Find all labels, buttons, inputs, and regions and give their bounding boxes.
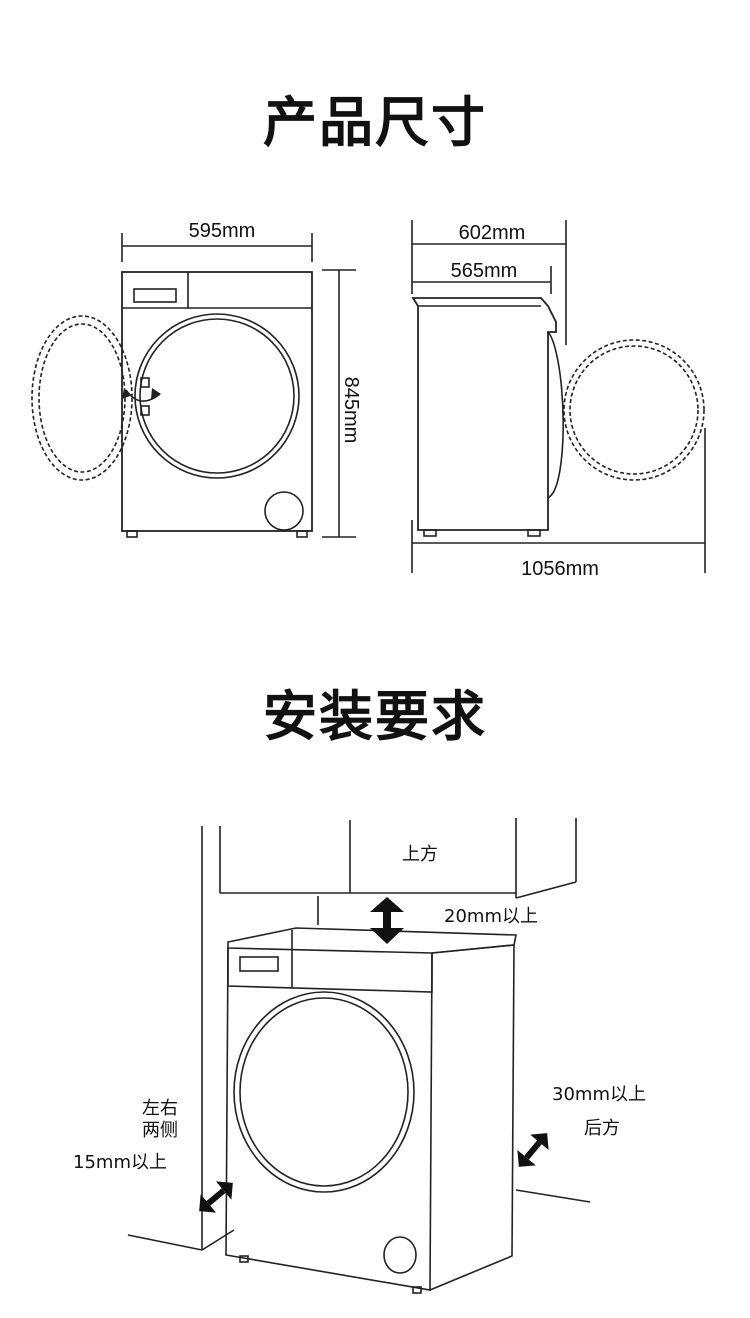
side-depth-total-label: 602mm <box>459 222 526 244</box>
top-clearance-label: 20mm以上 <box>444 906 538 927</box>
total-depth-dimension-line <box>411 428 706 573</box>
side-clearance-arrow-icon <box>199 1181 233 1213</box>
back-clearance-arrow-icon <box>517 1133 549 1167</box>
sides-label-line1: 左右 <box>142 1098 178 1119</box>
installation-washer <box>225 927 517 1294</box>
front-width-dimension-line <box>121 233 313 262</box>
side-view-washer <box>411 297 564 537</box>
dimensions-title: 产品尺寸 <box>263 91 487 154</box>
installation-title: 安装要求 <box>263 685 487 748</box>
door-swing-arrow-icon <box>125 389 161 402</box>
side-depth-body-label: 565mm <box>451 260 518 282</box>
side-open-door-outline <box>563 339 705 481</box>
dimensions-diagram: 595mm 845mm 602mm 565mm 1056mm <box>31 220 706 580</box>
sides-clearance-label: 15mm以上 <box>73 1152 167 1173</box>
top-clearance-arrow-icon <box>370 897 404 944</box>
upper-cabinet <box>219 818 577 925</box>
back-label: 后方 <box>584 1118 620 1139</box>
height-label: 845mm <box>340 377 362 444</box>
side-depth-dimension-lines <box>411 220 567 345</box>
depth-door-open-label: 1056mm <box>521 558 599 580</box>
back-clearance-label: 30mm以上 <box>552 1084 646 1105</box>
back-floor-line <box>515 1189 591 1203</box>
front-view-washer <box>121 271 313 538</box>
front-open-door-outline <box>31 315 133 481</box>
height-dimension-line <box>322 269 356 538</box>
front-width-label: 595mm <box>189 220 256 242</box>
sides-label-line2: 两侧 <box>142 1120 178 1141</box>
left-wall <box>127 826 235 1251</box>
top-label: 上方 <box>402 844 438 865</box>
